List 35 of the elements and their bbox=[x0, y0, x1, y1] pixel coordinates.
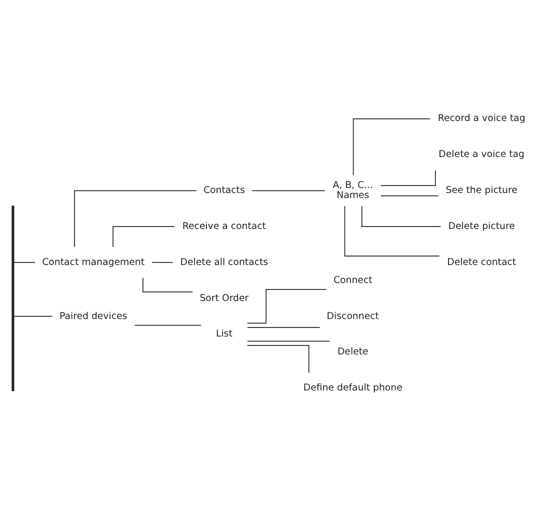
node-text: Delete bbox=[337, 346, 368, 358]
node-text: Define default phone bbox=[303, 382, 402, 394]
connector bbox=[112, 226, 175, 248]
node-text: Paired devices bbox=[59, 310, 128, 322]
node-text: Delete picture bbox=[448, 220, 515, 232]
node-bar bbox=[12, 206, 14, 392]
node-text: Contacts bbox=[203, 185, 245, 196]
connector bbox=[352, 118, 431, 176]
node-text: Connect bbox=[333, 274, 372, 286]
connector bbox=[380, 195, 439, 196]
connector bbox=[361, 206, 442, 227]
connector bbox=[252, 190, 326, 192]
connector bbox=[13, 316, 53, 317]
connector bbox=[380, 170, 436, 186]
node-text: Contact management bbox=[42, 256, 145, 268]
node-text: Delete contact bbox=[447, 256, 516, 268]
connector bbox=[151, 262, 174, 263]
connector bbox=[74, 190, 197, 248]
connector bbox=[142, 278, 193, 292]
node-text: See the picture bbox=[446, 185, 518, 196]
node-text: Delete a voice tag bbox=[438, 149, 524, 160]
connector bbox=[13, 262, 36, 263]
node-text: Disconnect bbox=[326, 310, 379, 322]
connector bbox=[247, 327, 320, 328]
node-text: Receive a contact bbox=[182, 220, 266, 232]
node-text: A, B, C... Names bbox=[332, 180, 374, 202]
connector bbox=[246, 288, 327, 324]
connector bbox=[247, 340, 330, 342]
connector bbox=[344, 206, 440, 256]
node-text: List bbox=[216, 328, 232, 340]
node-text: Sort Order bbox=[200, 292, 249, 304]
node-text: Record a voice tag bbox=[438, 113, 526, 124]
connector bbox=[134, 324, 202, 326]
connector bbox=[246, 345, 310, 374]
node-text: Delete all contacts bbox=[180, 256, 268, 268]
